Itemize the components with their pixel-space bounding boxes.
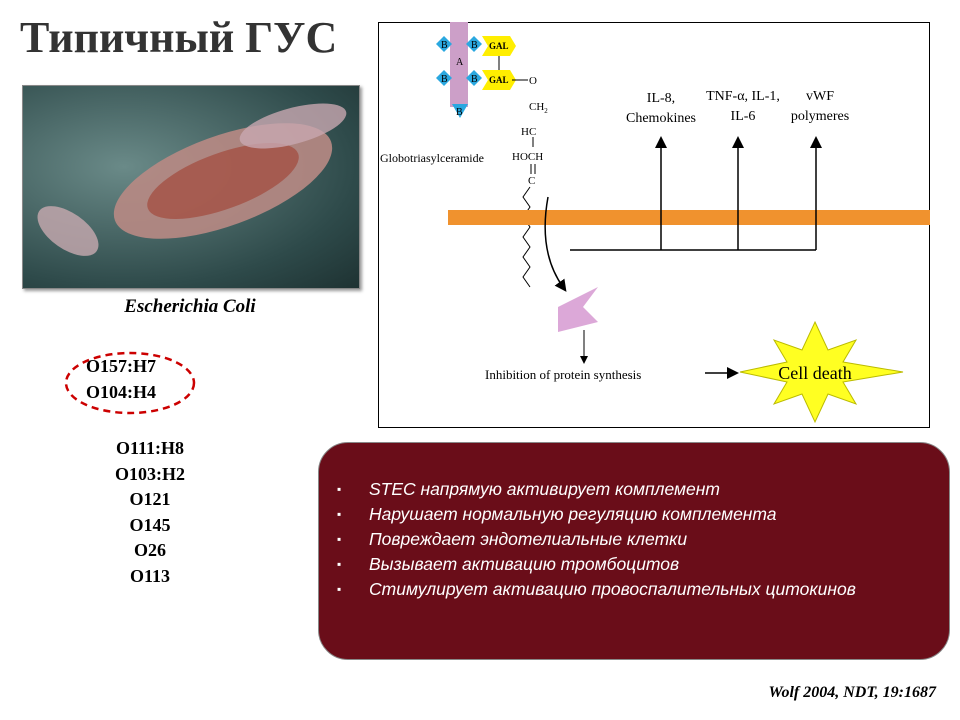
strain: O26 — [133, 540, 166, 560]
b-label: B — [441, 40, 448, 51]
strain-o104: O104:H4 — [86, 382, 156, 402]
gal-label: GAL — [489, 41, 509, 51]
bullet-item: ▪Повреждает эндотелиальные клетки — [337, 527, 949, 552]
svg-text:Chemokines: Chemokines — [626, 111, 696, 126]
cytokine-label: vWF — [806, 89, 834, 104]
svg-text:GAL: GAL — [489, 75, 509, 85]
svg-text:polymeres: polymeres — [791, 109, 849, 124]
strain: O113 — [129, 565, 170, 586]
svg-text:B: B — [456, 107, 463, 118]
bullet-icon: ▪ — [337, 532, 342, 546]
slide-title: Типичный ГУС — [20, 13, 338, 62]
cytokine-label: IL-8, — [647, 91, 675, 106]
svg-text:B: B — [441, 74, 448, 85]
svg-text:C: C — [528, 175, 535, 187]
svg-text:HOCH: HOCH — [512, 151, 543, 163]
svg-text:B: B — [471, 40, 478, 51]
bullet-icon: ▪ — [337, 582, 342, 596]
summary-box: ▪STEC напрямую активирует комплемент ▪ Н… — [318, 442, 950, 660]
bullet-item: ▪ Нарушает нормальную регуляцию комплеме… — [337, 502, 949, 527]
toxin-a-subunit — [450, 22, 468, 107]
toxin-b-subunits — [436, 36, 482, 118]
strain-o157: O157:H7 — [86, 356, 156, 376]
svg-text:O: O — [529, 75, 537, 87]
svg-text:B: B — [471, 74, 478, 85]
strain: O111:H8 — [115, 438, 184, 458]
ecoli-image — [22, 85, 360, 289]
photo-caption: Escherichia Coli — [124, 296, 256, 317]
strain: O103:H2 — [115, 463, 185, 484]
highlight-ellipse — [64, 351, 196, 415]
bacteria-illustration — [37, 103, 347, 256]
cell-membrane — [448, 210, 930, 225]
strain: O145 — [129, 514, 171, 535]
a-fragment — [558, 287, 598, 332]
a-label: A — [456, 57, 464, 68]
svg-text:CH2: CH2 — [529, 101, 548, 115]
reference: Wolf 2004, NDT, 19:1687 — [768, 684, 936, 701]
strain: O121 — [129, 489, 171, 509]
bullet-icon: ▪ — [337, 482, 342, 496]
strain-list: O111:H8 O103:H2 O121 O145 O26 O113 — [100, 436, 200, 589]
cytokine-label: TNF-α, IL-1, — [706, 89, 780, 104]
svg-text:HC: HC — [521, 126, 536, 138]
bullet-icon: ▪ — [337, 557, 342, 571]
bullet-icon: ▪ — [337, 507, 342, 521]
inhibition-label: Inhibition of protein synthesis — [485, 367, 641, 382]
receptor-label: Globotriasylceramide — [380, 151, 484, 165]
cell-death-star — [739, 320, 904, 424]
svg-text:IL-6: IL-6 — [731, 109, 756, 124]
lipid-tail — [522, 186, 531, 288]
bullet-item: ▪Стимулирует активацию провоспалительных… — [337, 577, 869, 602]
cell-death-label: Cell death — [778, 363, 851, 383]
bullet-item: ▪Вызывает активацию тромбоцитов — [337, 552, 949, 577]
bullet-item: ▪STEC напрямую активирует комплемент — [337, 477, 949, 502]
